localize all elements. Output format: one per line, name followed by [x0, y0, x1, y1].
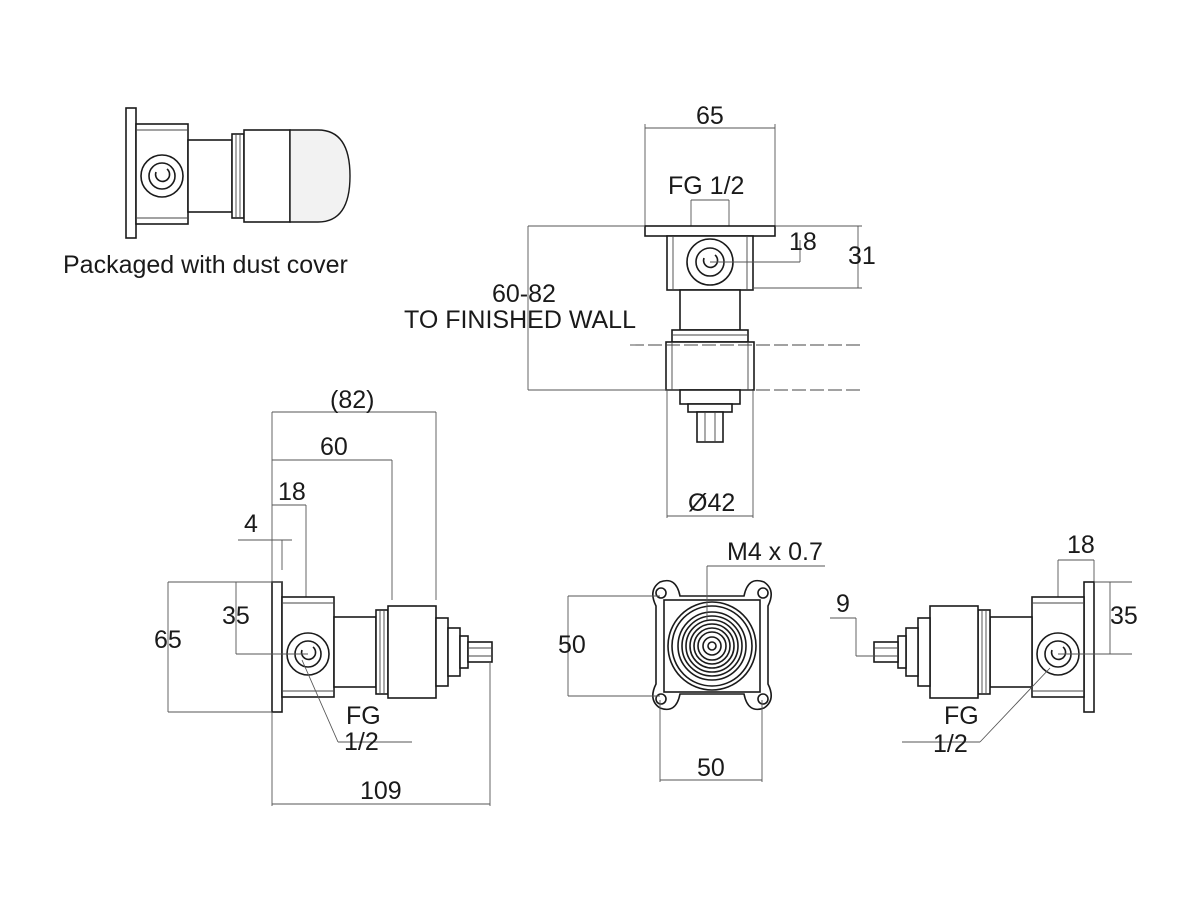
dust-cover-caption: Packaged with dust cover: [63, 251, 348, 279]
top-body-dim: 31: [848, 242, 876, 270]
front-screw-label: M4 x 0.7: [727, 538, 823, 566]
right-spindle-dim: 9: [836, 590, 850, 618]
left-outlet-offset-dim: 18: [278, 478, 306, 506]
left-total-length-dim: 109: [360, 777, 402, 805]
front-height-dim: 50: [558, 631, 586, 659]
left-thread-label-1: FG: [346, 702, 381, 730]
left-side-view: (82) 60 18 4: [154, 386, 493, 806]
top-width-dim: 65: [696, 102, 724, 130]
front-view: M4 x 0.7 50 50: [558, 538, 825, 782]
left-plate-dim: 4: [244, 510, 258, 538]
right-thread-label-2: 1/2: [933, 730, 968, 758]
top-depth-dim: 60-82: [492, 280, 556, 308]
top-thread-label: FG 1/2: [668, 172, 744, 200]
dust-cover-view: Packaged with dust cover: [63, 107, 351, 279]
right-outlet-height-dim: 35: [1110, 602, 1138, 630]
left-height-dim: 65: [154, 626, 182, 654]
left-body-length-dim: 60: [320, 433, 348, 461]
right-side-view: 18 9 35 FG 1/2: [830, 531, 1138, 758]
left-thread-label-2: 1/2: [344, 728, 379, 756]
right-outlet-offset-dim: 18: [1067, 531, 1095, 559]
top-view: 65 FG 1/2 18 31: [404, 102, 876, 518]
top-depth-note: TO FINISHED WALL: [404, 306, 636, 334]
left-overall-dim: (82): [330, 386, 374, 414]
front-width-dim: 50: [697, 754, 725, 782]
top-diameter-dim: Ø42: [688, 489, 735, 517]
left-outlet-height-dim: 35: [222, 602, 250, 630]
right-thread-label-1: FG: [944, 702, 979, 730]
top-outlet-dim: 18: [789, 228, 817, 256]
